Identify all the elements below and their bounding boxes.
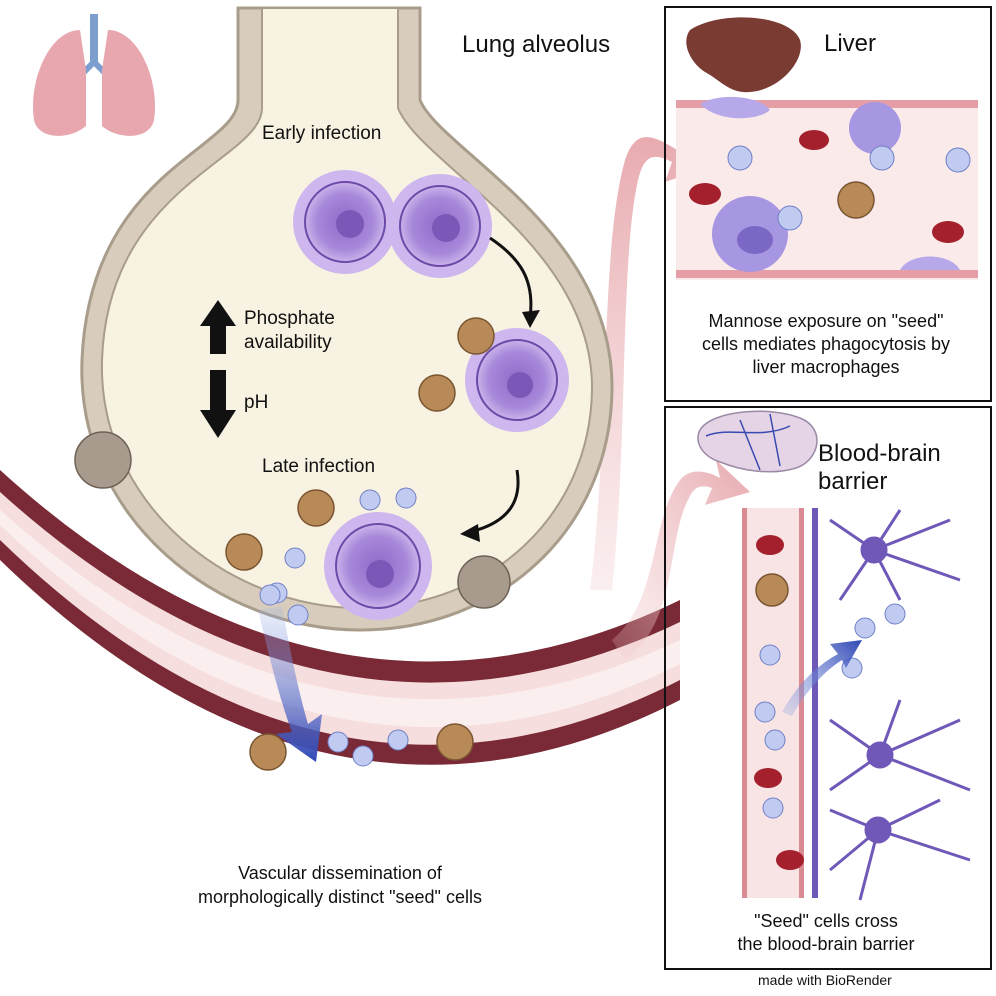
phosphate-label-line2: availability [244,332,332,353]
blue-arrow-bbb [782,640,862,716]
brain-icon [697,410,818,473]
bbb-title-line2: barrier [818,468,888,495]
phosphate-up-arrow [200,300,236,354]
liver-icon [686,17,801,93]
neurons [829,509,971,901]
liver-caption-3: liver macrophages [752,357,900,377]
liver-caption-2: cells mediates phagocytosis by [701,334,951,354]
early-infection-label: Early infection [262,123,382,144]
pink-arrow-liver [590,128,715,590]
liver-sinusoid [676,96,978,280]
blood-vessel [0,470,680,765]
pink-arrow-brain [612,460,750,660]
ph-label: pH [244,392,269,413]
bbb-caption-2: the blood-brain barrier [737,934,915,954]
progression-arrows [469,236,533,534]
alveolar-macrophages [74,431,511,609]
bbb-caption-1: "Seed" cells cross [754,911,898,931]
bbb-title-line1: Blood-brain [818,440,941,467]
alveolus-title: Lung alveolus [462,31,611,58]
lungs-icon [33,14,155,136]
liver-panel [664,6,992,402]
phosphate-label-line1: Phosphate [244,308,335,329]
mid-cell [465,328,569,432]
early-cells [293,170,492,278]
late-cell [324,512,432,620]
vascular-caption-1: Vascular dissemination of [238,863,442,883]
liver-caption-1: Mannose exposure on "seed" [708,311,944,331]
ph-down-arrow [200,370,236,438]
brown-cells [225,317,495,771]
biorender-credit: made with BioRender [758,972,892,988]
seed-cells [259,487,417,767]
alveolus [80,6,614,632]
vascular-caption-2: morphologically distinct "seed" cells [198,887,482,907]
bbb-panel [664,406,992,970]
late-infection-label: Late infection [262,456,376,477]
liver-title: Liver [824,30,877,57]
blue-arrow-dissemination [258,606,322,762]
